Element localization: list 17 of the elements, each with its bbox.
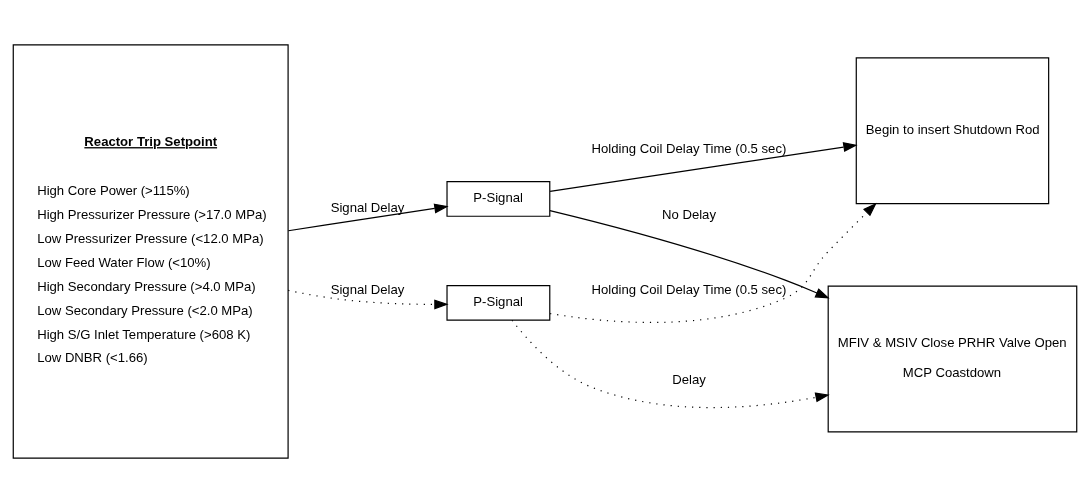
node-box: MFIV & MSIV Close PRHR Valve Open MCP Coastdown: [827, 285, 1078, 433]
arrow: [549, 202, 877, 323]
arrow: [549, 142, 858, 192]
node-box: P-Signal: [446, 181, 551, 217]
edge-label: Holding Coil Delay Time (0.5 sec): [591, 141, 787, 157]
edge-label: No Delay: [662, 207, 716, 222]
node-box: Reactor Trip Setpoint High Core Power (>115%) High Pressurizer Pressure (>17.0 MPa) Low Pressurizer Pressure (<12.0 MPa) Low Feed Water Flow (<10%) High Secondary Pressure (>4.0 MPa) Low Secondary Pressure (<2.0 MPa) High S/G Inlet Temperature (>608 K) Low DNBR (<1.66): [12, 44, 289, 459]
node-box: Begin to insert Shutdown Rod: [855, 57, 1050, 205]
arrow: [511, 319, 830, 409]
node-box: P-Signal: [446, 284, 551, 321]
edge-label: Signal Delay: [330, 199, 405, 215]
arrow: [287, 203, 449, 232]
edge-label: Signal Delay: [330, 282, 405, 298]
edge-label: Delay: [672, 371, 706, 387]
edge-label: Holding Coil Delay Time (0.5 sec): [591, 282, 787, 298]
arrow: [549, 209, 830, 299]
arrow: [287, 289, 449, 310]
